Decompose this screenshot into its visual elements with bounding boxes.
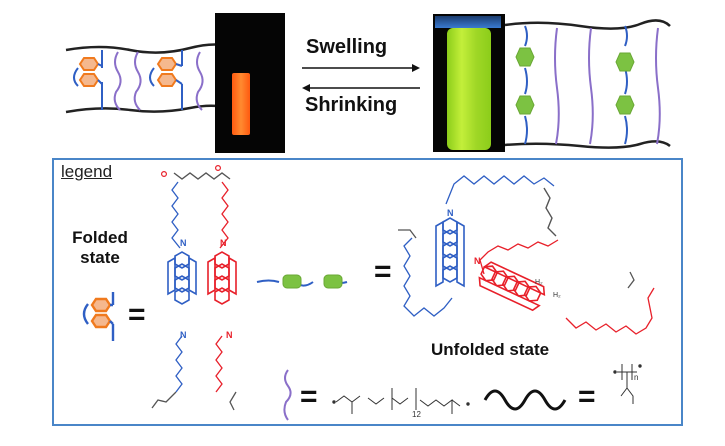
folded-unit-icon (149, 50, 183, 110)
folded-atom-N-blue: N (180, 238, 187, 248)
orange-gel (232, 73, 250, 135)
shrunk-gel-photo (215, 13, 285, 153)
unfolded-atom-H2-b: H₂ (553, 292, 561, 299)
forward-arrow (302, 64, 420, 92)
equals-sign-folded: = (128, 298, 146, 331)
crosslink (554, 27, 560, 145)
equals-sign-backbone: = (578, 380, 596, 413)
unfolded-atom-N-red: N (474, 256, 481, 266)
crosslink (655, 27, 661, 145)
equals-sign-crosslinker: = (300, 380, 318, 413)
blue-perylene-core (167, 251, 197, 305)
folded-network-diagram (65, 43, 241, 114)
crosslink (195, 51, 204, 111)
folded-atom-N-red-bottom: N (226, 330, 233, 340)
backbone-top (504, 19, 671, 30)
vial-cap (435, 16, 501, 28)
swelling-label: Swelling (306, 36, 388, 58)
unfolded-unit-icon (615, 25, 635, 145)
blue-perylene-core (435, 217, 465, 288)
folded-unit-icon (73, 50, 103, 110)
swollen-gel-photo (433, 14, 505, 152)
equals-sign-unfolded: = (374, 255, 392, 288)
unfolded-atom-N-blue: N (447, 208, 454, 218)
unfolded-unit-icon (515, 25, 535, 145)
crosslink (133, 51, 142, 111)
green-gel (447, 28, 491, 150)
folded-state-label: Folded state (65, 228, 135, 268)
unfolded-network-diagram (504, 19, 671, 149)
red-perylene-core (207, 251, 237, 305)
crosslink (113, 51, 122, 111)
folded-state-text: Folded state (72, 228, 128, 267)
peg-repeat-subscript: 12 (412, 410, 421, 419)
folded-atom-N-blue-bottom: N (180, 330, 187, 340)
red-perylene-core (478, 261, 546, 312)
legend-title: legend (61, 162, 113, 181)
crosslink (588, 27, 594, 145)
unfolded-state-label: Unfolded state (431, 340, 550, 359)
legend-box (52, 158, 683, 426)
pma-repeat-subscript: n (634, 373, 639, 382)
shrinking-label: Shrinking (305, 94, 398, 116)
folded-atom-N-red: N (220, 238, 227, 248)
unfolded-atom-H2-a: H₂ (535, 279, 543, 286)
